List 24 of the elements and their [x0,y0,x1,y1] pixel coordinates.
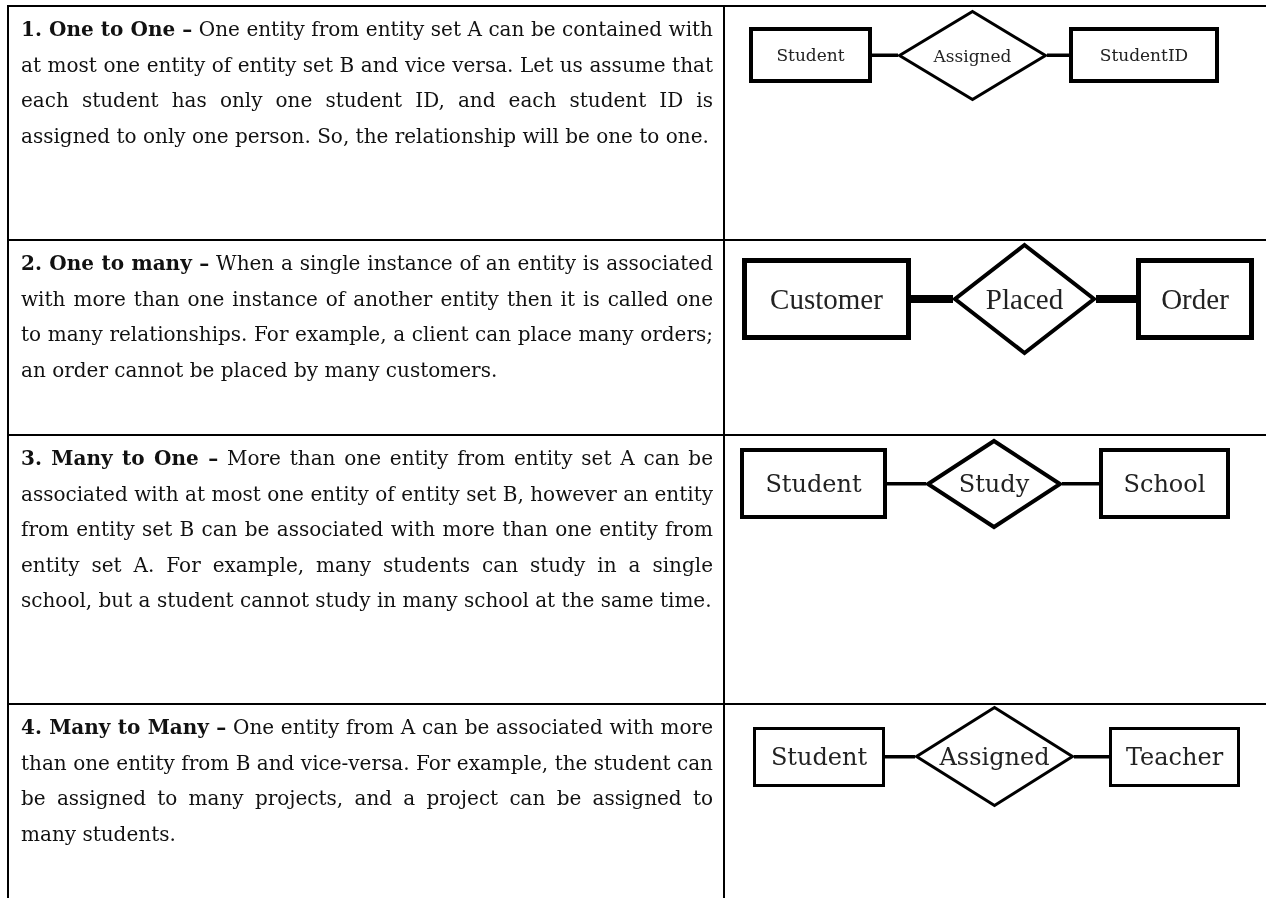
connector-line [1074,755,1109,759]
entity-box: School [1099,448,1230,519]
entity-box: StudentID [1069,27,1219,83]
connector-line [872,53,898,57]
connector-line [887,482,926,486]
entity-box: Teacher [1109,727,1240,787]
connector-line [911,295,953,303]
description-text: 2. One to many – When a single instance of an entity is associated with more than one instance of another entity then it is called one to many relationships. For example, a client can place many orders; an order cannot be placed by many customers. [21,250,713,384]
connector-line [1062,482,1099,486]
connector-line [885,755,915,759]
connector-line [1096,295,1136,303]
entity-box: Student [753,727,885,787]
entity-box: Order [1136,258,1254,340]
relationship-diamond: Study [926,439,1062,529]
relationship-diamond: Assigned [915,706,1074,807]
description-text: 4. Many to Many – One entity from A can be associated with more than one entity from B and vice-versa. For example, the student can be assigned to many projects, and a project can be assigned to many students. [21,714,713,848]
relationship-diamond: Assigned [898,10,1047,101]
entity-box: Student [740,448,887,519]
entity-box: Customer [742,258,911,340]
entity-box: Student [749,27,872,83]
connector-line [1047,53,1069,57]
relationship-diamond: Placed [953,243,1096,355]
description-text: 1. One to One – One entity from entity set A can be contained with at most one entity of entity set B and vice versa. Let us assume that each student has only one student ID, and each student ID is assigned to only one person. So, the relationship will be one to one. [21,16,713,150]
description-text: 3. Many to One – More than one entity from entity set A can be associated with at most one entity of entity set B, however an entity from entity set B can be associated with more than one entity from entity set A. For example, many students can study in a single school, but a student cannot study in many school at the same time. [21,445,713,614]
